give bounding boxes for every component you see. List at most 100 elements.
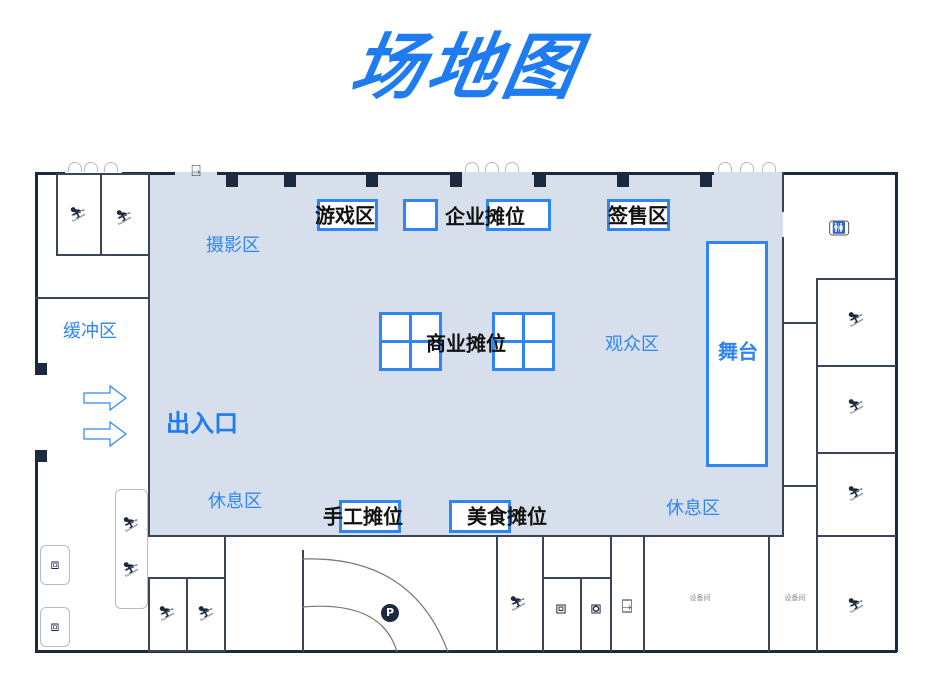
wall [643,535,645,652]
wall [35,450,38,653]
restroom-icon: 🚻 [829,220,849,236]
wall [224,535,226,652]
zone-photo: 摄影区 [206,235,260,256]
zone-game: 游戏区 [315,203,375,228]
zone-signing: 签售区 [608,203,668,228]
wall [783,322,817,324]
door [68,162,82,172]
escalator-icon: ⛷ [122,517,140,533]
elevator-icon: ⧈ [50,619,60,635]
zone-entrance: 出入口 [166,409,238,438]
wall [816,535,896,537]
wall [816,278,896,280]
pillar [284,175,296,187]
zone-handcraft: 手工摊位 [323,504,403,529]
stairs-room [100,173,150,256]
parking-icon: P [381,604,399,622]
entrance-arrow-icon [83,385,127,411]
elevator-icon: ⧈ [555,597,567,619]
zone-buffer: 缓冲区 [63,321,117,342]
wall [542,577,610,579]
stairs-icon: ⛷ [158,606,176,622]
door [104,162,118,172]
pillar [534,175,546,187]
wall [895,172,898,652]
zone-food: 美食摊位 [467,504,547,529]
zone-stage: 舞台 [718,339,758,364]
equipment-room-label: 设备间 [689,594,711,602]
booth-enterprise [403,199,438,231]
entrance-arrow-icon [83,421,127,447]
booth-food [449,500,511,533]
stage [706,241,768,467]
door [505,162,519,172]
wall [816,365,896,367]
main-hall [150,172,783,535]
wall [610,535,612,652]
stairs-icon: ⛷ [847,486,865,502]
pillar [35,363,47,375]
wall [35,172,65,175]
wall [217,172,462,175]
stairs-icon: ⛷ [509,596,527,612]
wall [532,172,714,175]
stairs-icon: ⛷ [847,598,865,614]
wall [148,535,783,537]
wall [783,172,897,175]
wall [148,172,150,535]
booth-commercial [379,312,442,371]
stairs-room [56,173,102,256]
emergency-exit-icon: ⍈ [191,161,201,180]
wall [816,452,896,454]
pillar [366,175,378,187]
escalator [115,489,148,609]
car-elevator-icon: ⧇ [590,597,602,619]
page-title: 场地图 [344,25,588,109]
stairs-icon: ⛷ [69,207,87,223]
stairs-icon: ⛷ [197,606,215,622]
escalator-icon: ⛷ [122,562,140,578]
wall [35,172,38,375]
wall [782,172,784,212]
booth-game [317,199,378,231]
door [465,162,479,172]
wall [302,550,304,652]
stairs-icon: ⛷ [847,312,865,328]
zone-rest-left: 休息区 [208,491,262,512]
parking-ramp [302,558,449,653]
booth-commercial [492,312,555,371]
door [485,162,499,172]
stairs-room [148,577,188,652]
door [84,162,98,172]
stairs-icon: ⛷ [847,399,865,415]
wall [35,650,897,653]
wall [768,535,770,652]
pillar [700,175,712,187]
pillar [35,450,47,462]
zone-audience: 观众区 [605,334,659,355]
emergency-exit-icon: ⍈ [621,596,633,618]
wall [542,535,544,652]
elevator [40,545,70,585]
equipment-room-label: 设备间 [784,594,806,602]
door [740,162,754,172]
booth-signing [607,199,670,231]
elevator-icon: ⧈ [50,557,60,573]
wall [782,237,784,537]
booth-enterprise [486,199,551,231]
wall [816,278,818,652]
wall [580,577,582,652]
elevator [40,607,70,647]
pillar [450,175,462,187]
wall [35,297,150,299]
zone-rest-right: 休息区 [666,498,720,519]
stairs-icon: ⛷ [115,210,133,226]
door [762,162,776,172]
wall [783,485,817,487]
wall [496,535,498,652]
zone-enterprise: 企业摊位 [445,204,525,229]
pillar [226,175,238,187]
zone-commercial: 商业摊位 [426,331,506,356]
booth-handcraft [339,500,401,533]
door [718,162,732,172]
